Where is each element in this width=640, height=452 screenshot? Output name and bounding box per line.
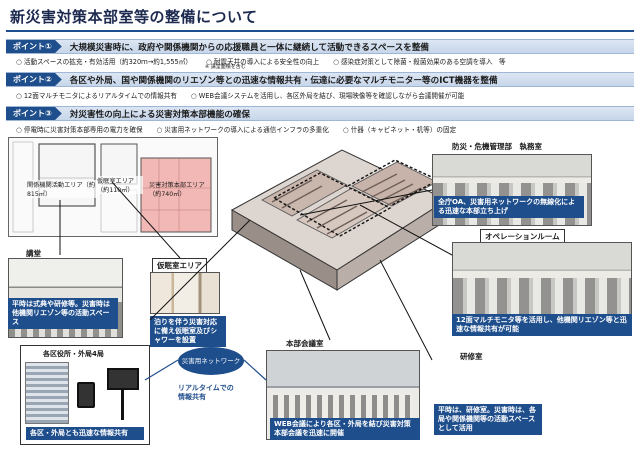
point-1-note: ※ 講堂面積を含む [205,64,246,70]
plan-area-relief: 関係機関活動エリア（約815㎡） [27,180,97,198]
point-3-band [6,106,634,121]
point-1-item: 活動スペースの拡充・有効活用（約320ｍ→約1,555㎡） [16,56,192,66]
page-title: 新災害対策本部室等の整備について [10,8,258,26]
plan-area-hq: 災害対策本部エリア（約740㎡） [149,182,205,198]
ward-building-image [25,362,69,424]
point-2-badge: ポイント② [6,73,62,86]
point-2-items: 12面マルチモニタによるリアルタイムでの情報共有 WEB会議システムを活用し、各… [16,90,634,100]
floor-plan: 関係機関活動エリア（約815㎡） 仮眠室エリア（約110㎡） 災害対策本部エリア… [8,137,218,237]
point-1-item: 感染症対策として除菌・殺菌効果のある空調を導入 等 [333,56,506,66]
nap-room-label: 仮眠室エリア [152,258,207,273]
nap-room-caption: 泊りを伴う災害対応に備え仮眠室及びシャワーを設置 [150,316,226,347]
point-1-text: 大規模災害時に、政府や関係機関からの応援職員と一体に継続して活動できるスペースを… [69,42,430,53]
point-3-badge: ポイント③ [6,107,62,120]
point-2: ポイント② 各区や外局、国や関係機関のリエゾン等との迅速な情報共有・伝達に必要な… [6,72,634,87]
kodo-caption: 平時は式典や研修等。災害時は他機関リエゾン等の活動スペース [8,298,118,329]
hq-meeting-caption: WEB会議により各区・外局を結び災害対策本部会議を迅速に開催 [270,418,420,440]
title-rule [6,30,634,32]
ward-caption: 各区・外局とも迅速な情報共有 [26,427,144,440]
nap-room-photo [150,272,220,314]
kodo-label: 講堂 [22,247,45,260]
ward-box-label: 各区役所・外局4局 [43,350,104,358]
disaster-office-label: 防災・危機管理部 執務室 [448,140,546,153]
point-3-item: 停電時に災害対策本部専用の電力を確保 [16,124,143,134]
point-2-item: 12面マルチモニタによるリアルタイムでの情報共有 [16,90,177,100]
plan-area-nap: 仮眠室エリア（約110㎡） [97,176,143,194]
training-room-label: 研修室 [456,350,487,363]
monitor-stand-leg [121,390,124,420]
network-bubble: 災害用ネットワーク [178,347,244,375]
tablet-icon [77,382,95,408]
point-1-badge: ポイント① [6,40,62,53]
operation-room-caption: 12面マルチモニタ等を活用し、他機関リエゾン等と迅速な情報共有が可能 [452,314,632,336]
training-room-caption: 平時は、研修室。災害時は、各局や関係機関等の活動スペースとして活用 [434,404,542,435]
isometric-floor-view [230,149,449,291]
disaster-office-caption: 全庁OA、災害用ネットワークの無線化による迅速な本部立ち上げ [434,196,584,218]
point-3-item: 災害用ネットワークの導入による通信インフラの多重化 [157,124,328,134]
point-3-item: 什器（キャビネット・机等）の固定 [343,124,457,134]
point-2-text: 各区や外局、国や関係機関のリエゾン等との迅速な情報共有・伝達に必要なマルチモニタ… [69,75,498,86]
point-3-text: 対災害性の向上による災害対策本部機能の確保 [69,109,250,120]
hq-meeting-label: 本部会議室 [282,337,328,350]
point-1-band [6,39,634,54]
point-2-item: WEB会議システムを活用し、各区外局を結び、現場映像等を確認しながら会議開催が可… [191,90,465,100]
point-2-band [6,72,634,87]
point-1: ポイント① 大規模災害時に、政府や関係機関からの応援職員と一体に継続して活動でき… [6,39,634,54]
point-3-items: 停電時に災害対策本部専用の電力を確保 災害用ネットワークの導入による通信インフラ… [16,124,634,134]
point-3: ポイント③ 対災害性の向上による災害対策本部機能の確保 [6,106,634,121]
point-1-items: 活動スペースの拡充・有効活用（約320ｍ→約1,555㎡） 耐震天井の導入による… [16,56,634,66]
monitor-stand-icon [107,368,139,390]
point-1-item: 耐震天井の導入による安全性の向上 [206,56,319,66]
realtime-share-text: リアルタイムでの情報共有 [178,384,234,401]
